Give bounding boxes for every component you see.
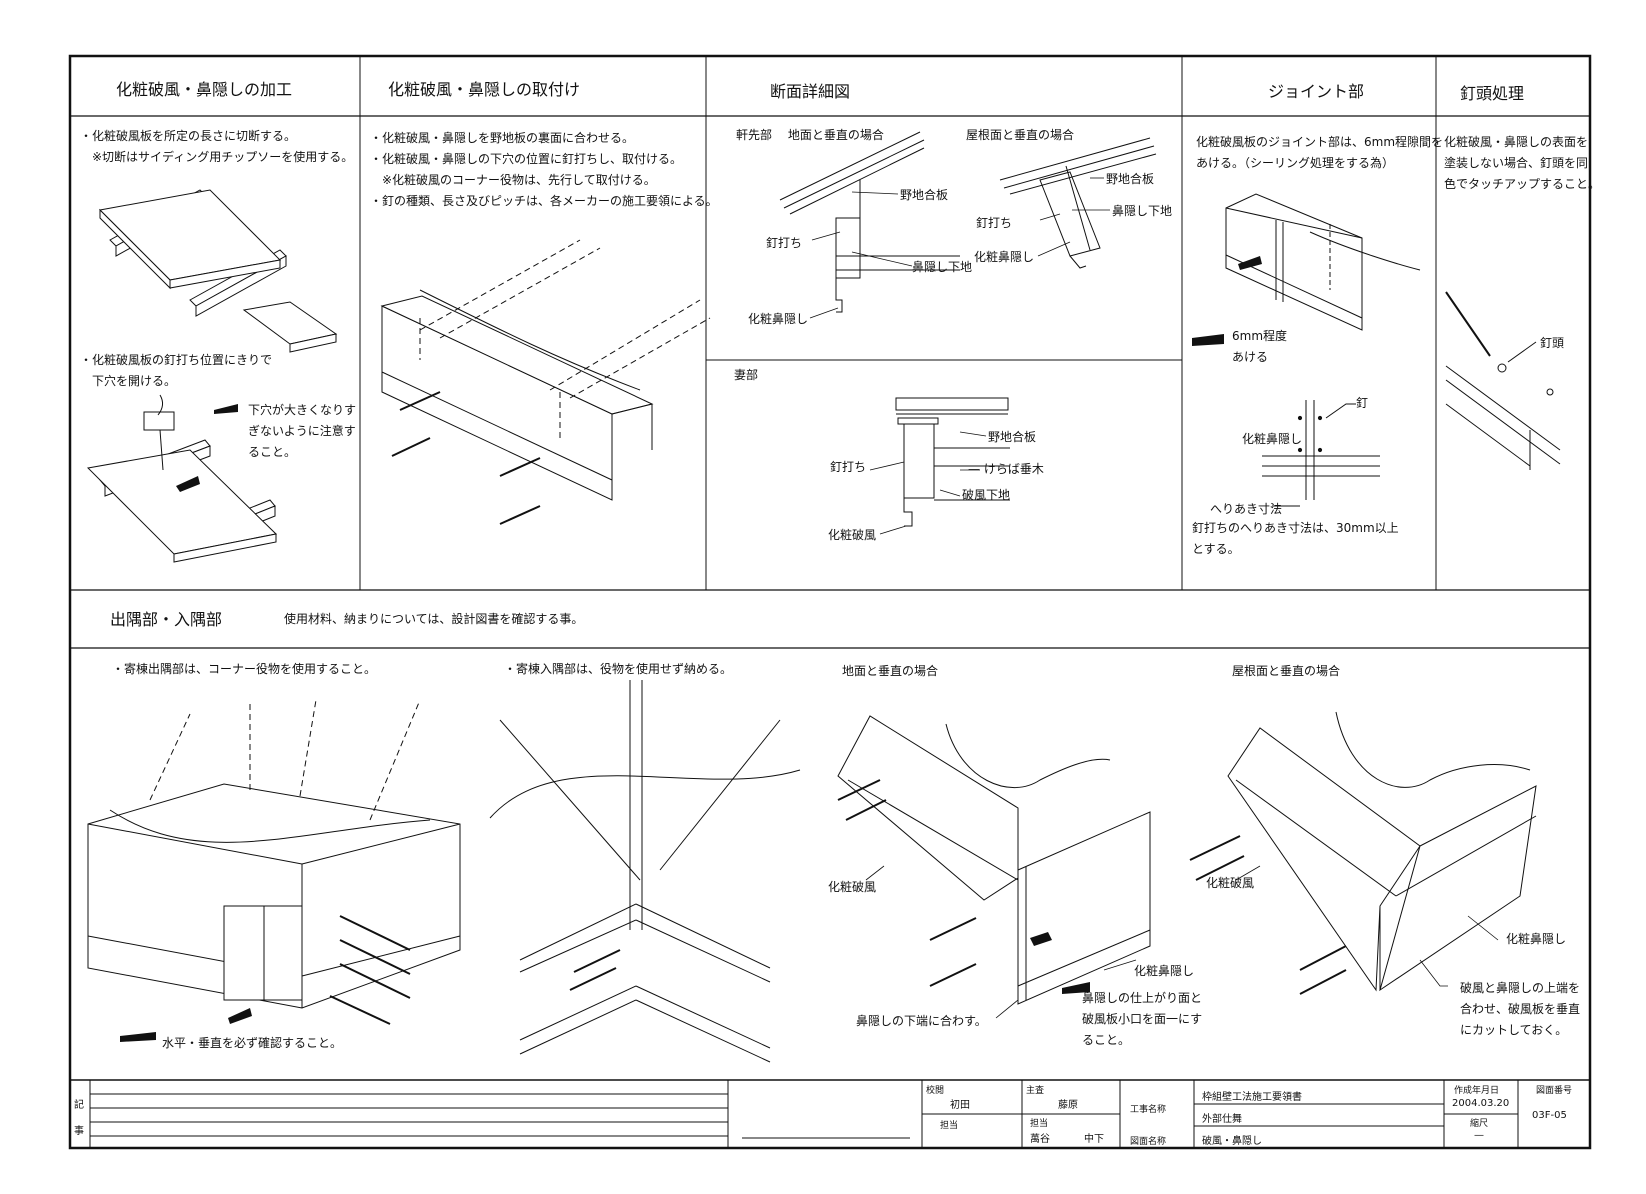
s6-c-hanakakushi: 化粧鼻隠し (1134, 964, 1195, 978)
s4-gap-label: 6mm程度 あける (1232, 329, 1288, 364)
tb-lead-label: 主査 (1026, 1086, 1045, 1096)
s1-note: ・化粧破風板を所定の長さに切断する。 ※切断はサイディング用チップソーを使用する… (80, 129, 354, 164)
s1-caution: 下穴が大きくなりす ぎないように注意す ること。 (248, 403, 357, 459)
title-block-grid (90, 1080, 1518, 1148)
tb-person-label: 担当 (940, 1121, 959, 1131)
outer-frame (70, 56, 1590, 1148)
s4-edge-drawing (1262, 400, 1380, 506)
s6-c-head: 地面と垂直の場合 (842, 664, 939, 678)
s3-eave-shitaji: 鼻隠し下地 (912, 260, 973, 274)
s6-c-hafu: 化粧破風 (828, 880, 877, 894)
s3-gable-noji: 野地合板 (988, 430, 1037, 444)
s5-notes: 化粧破風・鼻隠しの表面を 塗装しない場合、釘頭を同 色でタッチアップすること。 (1444, 135, 1601, 191)
s4-edge-label: へりあき寸法 (1210, 502, 1283, 516)
tb-scale: — (1474, 1130, 1484, 1141)
tb-person-name-1: 萬谷 (1030, 1134, 1050, 1145)
s1-title: 化粧破風・鼻隠しの加工 (116, 80, 293, 99)
s6-roof-case-drawing (1190, 712, 1536, 994)
tb-number: 03F-05 (1532, 1110, 1567, 1121)
s5-nailhead-drawing (1446, 292, 1560, 470)
s6-d-hanakakushi: 化粧鼻隠し (1506, 932, 1567, 946)
s6-inner-corner-drawing (490, 680, 800, 1062)
s3-eave-roof-drawing (1000, 138, 1156, 268)
s6-d-note: 破風と鼻隠しの上端を 合わせ、破風板を垂直 にカットしておく。 (1460, 981, 1581, 1037)
s4-title: ジョイント部 (1268, 82, 1365, 101)
s5-title: 釘頭処理 (1460, 84, 1525, 103)
s6-a-caution: 水平・垂直を必ず確認すること。 (162, 1036, 343, 1050)
s6-c-caution: 鼻隠しの仕上がり面と 破風板小口を面一にす ること。 (1082, 991, 1203, 1047)
tb-project-name: 枠組壁工法施工要領書 (1202, 1092, 1302, 1103)
tb-project-label: 工事名称 (1130, 1105, 1167, 1115)
s6-hand-icon (120, 932, 1090, 1042)
tb-kii-1: 記 (74, 1100, 84, 1111)
s3-eave-kugi: 釘打ち (766, 236, 803, 250)
s4-hand-icon (1192, 256, 1262, 346)
s3-gable-drawing (896, 398, 1010, 526)
s4-edge-note: 釘打ちのへりあき寸法は、30mm以上 とする。 (1192, 521, 1399, 556)
s1-drill-board-drawing (88, 395, 276, 562)
s2-title: 化粧破風・鼻隠しの取付け (388, 80, 581, 99)
s3-roof-head: 屋根面と垂直の場合 (966, 128, 1075, 142)
s4-kugi-label: 釘 (1356, 396, 1369, 410)
s3-roof-noji: 野地合板 (1106, 172, 1155, 186)
tb-drawing-name: 破風・鼻隠し (1202, 1136, 1262, 1147)
s3-gable-kesho-hafu: 化粧破風 (828, 528, 877, 542)
s3-gable-hafu-shitaji: 破風下地 (962, 488, 1011, 502)
s6-b-note: ・寄棟入隅部は、役物を使用せず納める。 (504, 662, 733, 676)
s6-title: 出隅部・入隅部 (110, 610, 223, 629)
s3-eave-noji: 野地合板 (900, 188, 949, 202)
s2-install-drawing (382, 240, 710, 524)
tb-lead-name: 藤原 (1058, 1100, 1078, 1111)
tb-project-sub: 外部仕舞 (1202, 1114, 1242, 1125)
s4-notes: 化粧破風板のジョイント部は、6mm程隙間を あける。（シーリング処理をする為） (1196, 135, 1444, 170)
tb-date: 2004.03.20 (1452, 1098, 1510, 1109)
s3-roof-shitaji: 鼻隠し下地 (1112, 204, 1173, 218)
tb-date-label: 作成年月日 (1454, 1086, 1500, 1096)
s3-title: 断面詳細図 (770, 82, 851, 101)
s1-cut-board-drawing (100, 190, 336, 352)
s6-subtitle: 使用材料、納まりについては、設計図書を確認する事。 (284, 612, 584, 626)
tb-check-label: 校閲 (926, 1086, 945, 1096)
s3-roof-kesho: 化粧鼻隠し (974, 250, 1035, 264)
s3-gable-keraba: — けらば垂木 (968, 462, 1044, 476)
tb-drawing-label: 図面名称 (1130, 1137, 1167, 1147)
s5-label: 釘頭 (1540, 336, 1565, 350)
s6-d-head: 屋根面と垂直の場合 (1232, 664, 1341, 678)
s3-roof-kugi: 釘打ち (976, 216, 1013, 230)
tb-person-name-2: 中下 (1084, 1134, 1104, 1145)
s3-gable-head: 妻部 (734, 368, 759, 382)
tb-check-name: 初田 (950, 1100, 970, 1111)
s6-a-note: ・寄棟出隅部は、コーナー役物を使用すること。 (112, 662, 377, 676)
s3-eave-head: 軒先部 地面と垂直の場合 (736, 128, 884, 142)
tb-number-label: 図面番号 (1536, 1086, 1573, 1096)
s2-notes: ・化粧破風・鼻隠しを野地板の裏面に合わせる。 ・化粧破風・鼻隠しの下穴の位置に釘… (370, 131, 718, 208)
s6-vertical-case-drawing (838, 716, 1150, 1004)
s3-gable-kugi: 釘打ち (830, 460, 867, 474)
s6-d-hafu: 化粧破風 (1206, 876, 1255, 890)
s1-note-2: ・化粧破風板の釘打ち位置にきりで 下穴を開ける。 (80, 353, 273, 388)
tb-person-label-2: 担当 (1030, 1119, 1049, 1129)
tb-kii-2: 事 (74, 1126, 84, 1137)
s3-eave-kesho: 化粧鼻隠し (748, 312, 809, 326)
s6-outer-corner-drawing (88, 700, 460, 1024)
s6-c-bottom: 鼻隠しの下端に合わす。 (856, 1014, 987, 1028)
tb-scale-label: 縮尺 (1470, 1119, 1489, 1129)
s1-hand-icon (176, 404, 238, 492)
s4-hanakakushi-label: 化粧鼻隠し (1242, 432, 1303, 446)
s3-eave-vertical-drawing (780, 132, 960, 312)
